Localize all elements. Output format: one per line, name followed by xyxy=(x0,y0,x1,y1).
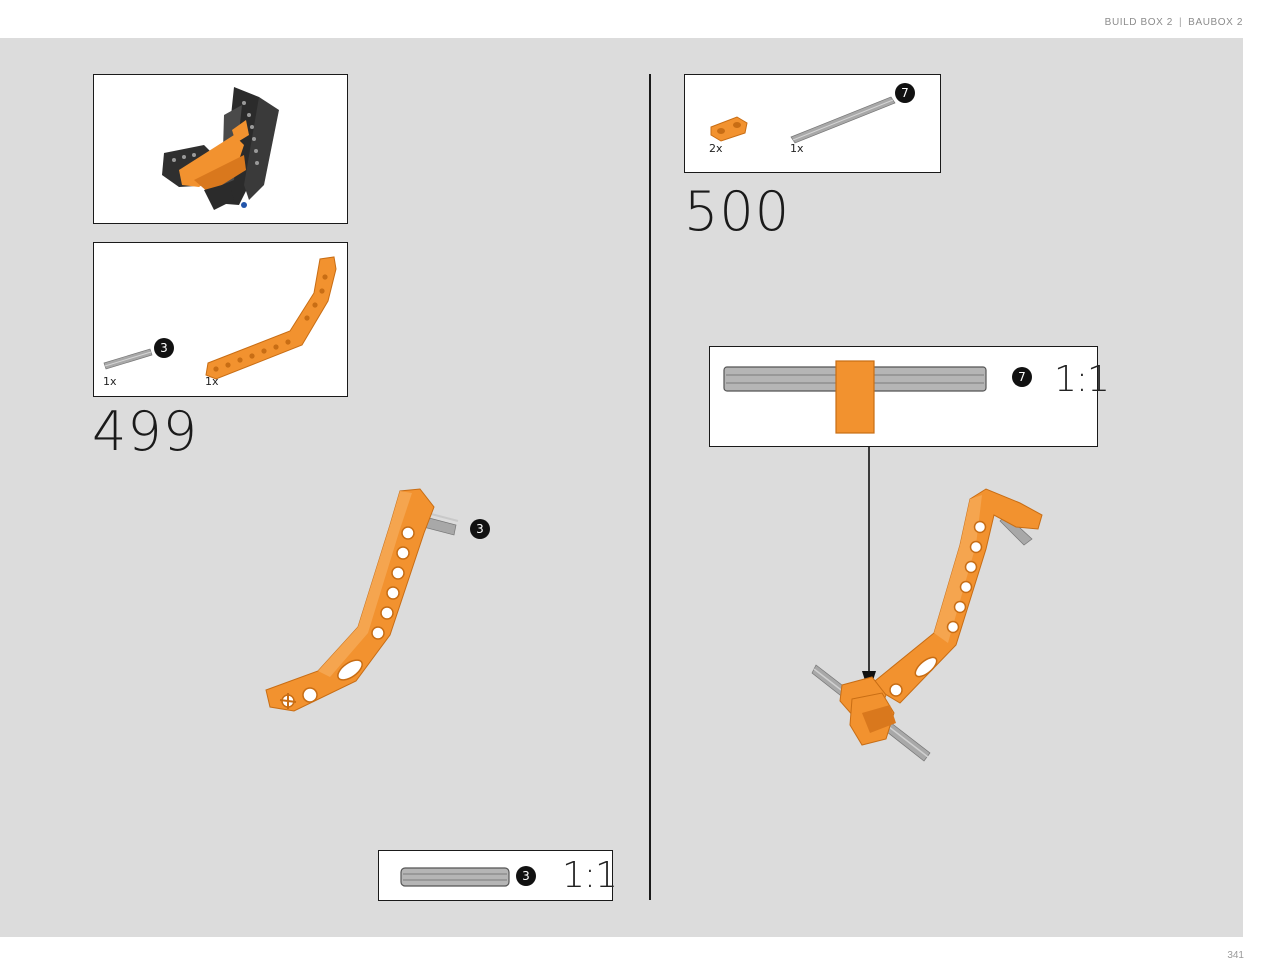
long-axle-length-badge: 7 xyxy=(895,83,915,103)
axle-part-image xyxy=(103,348,153,370)
connector-on-axle-scale-image xyxy=(723,360,987,434)
submodel-preview-box xyxy=(93,74,348,224)
bent-beam-quantity: 1x xyxy=(205,375,219,388)
beam-with-axle-model xyxy=(265,488,459,712)
seat-assembly-image xyxy=(162,87,279,210)
page-number: 341 xyxy=(1227,950,1244,961)
page-header: BUILD BOX 2 | BAUBOX 2 xyxy=(1105,17,1243,28)
scale-axle-badge-right: 7 xyxy=(1012,367,1032,387)
bent-beam-part-image xyxy=(205,256,337,380)
scale-ratio-right: 1:1 xyxy=(1054,359,1110,400)
model-axle-badge: 3 xyxy=(470,519,490,539)
connector-part-image xyxy=(710,116,748,142)
scale-reference-box-left: 3 1:1 xyxy=(378,850,618,901)
scale-axle-badge-left: 3 xyxy=(516,866,536,886)
scale-reference-box-right: 7 1:1 xyxy=(709,346,1110,447)
axle-scale-image xyxy=(400,867,510,887)
step-number-500: 500 xyxy=(684,180,791,243)
step-number-499: 499 xyxy=(92,400,199,463)
axle-length-badge: 3 xyxy=(154,338,174,358)
long-axle-part-image xyxy=(790,96,896,144)
axle-quantity: 1x xyxy=(103,375,117,388)
header-separator: | xyxy=(1178,17,1183,28)
beam-with-connector-model xyxy=(811,488,1043,762)
header-build-box: BUILD BOX 2 xyxy=(1104,17,1173,28)
long-axle-quantity: 1x xyxy=(790,142,804,155)
parts-list-box-left: 3 1x 1x xyxy=(93,242,348,397)
scale-ratio-left: 1:1 xyxy=(562,855,618,896)
column-divider xyxy=(649,74,651,900)
parts-list-box-right: 2x 7 1x xyxy=(684,74,941,173)
connector-quantity: 2x xyxy=(709,142,723,155)
header-baubox: BAUBOX 2 xyxy=(1188,17,1243,28)
